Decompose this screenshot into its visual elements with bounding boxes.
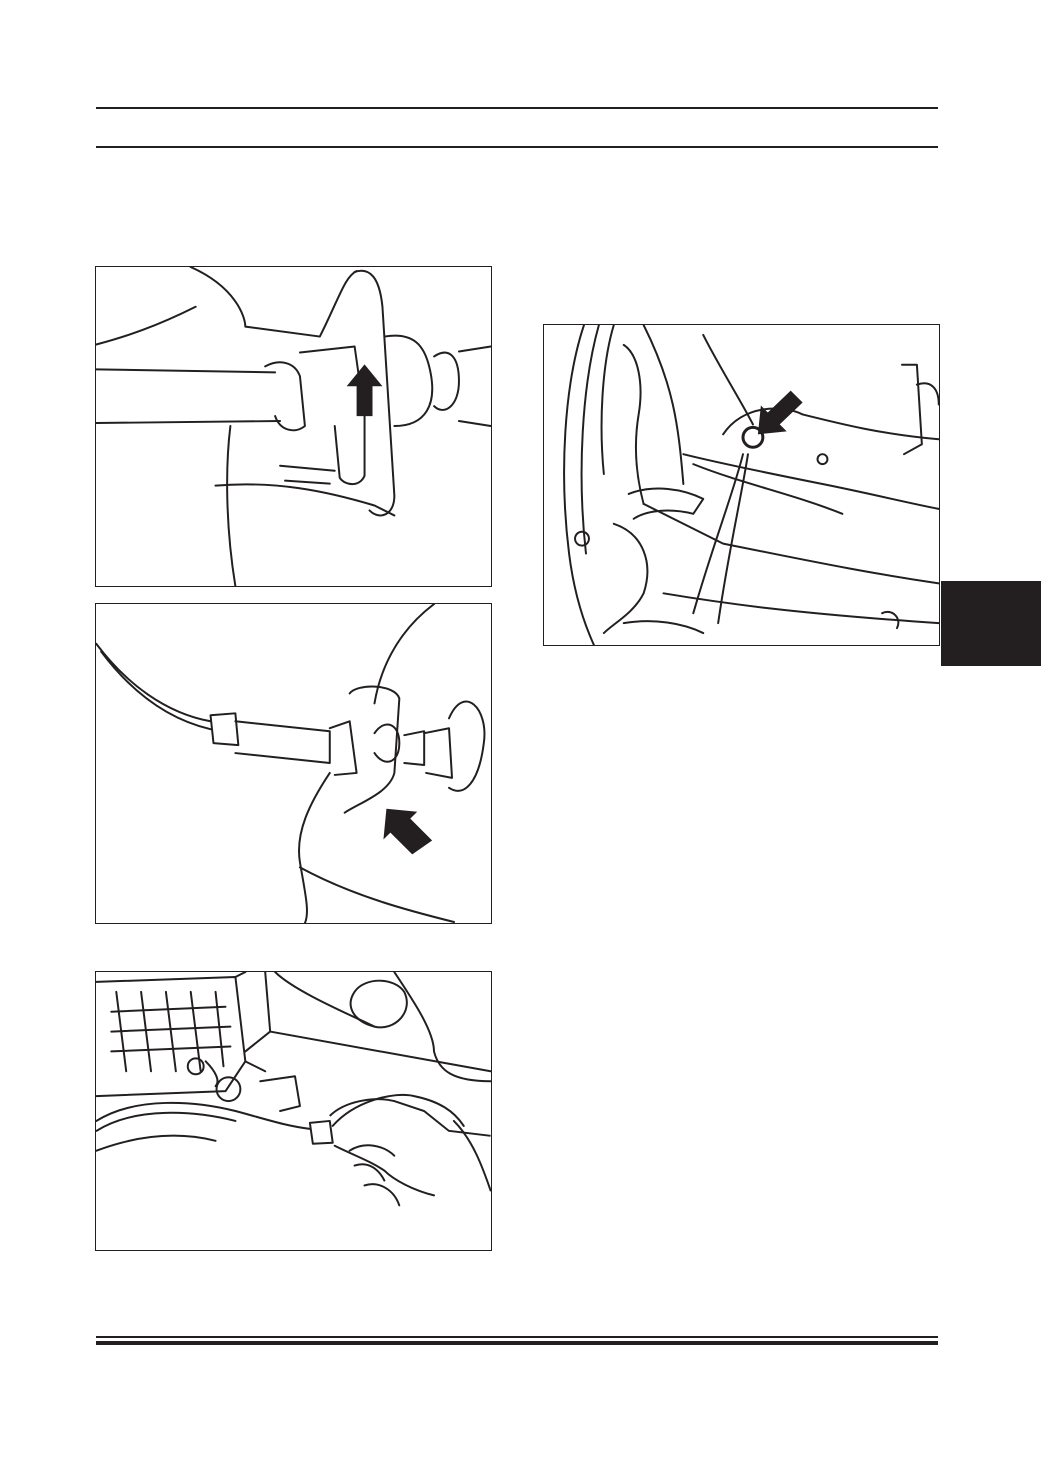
header-rule-top <box>96 107 938 109</box>
grommet-icon <box>741 425 765 449</box>
figure-cable-fuse-box-route <box>95 971 492 1251</box>
grommet-hole-icon <box>215 1076 242 1103</box>
footer-rule-thin <box>96 1336 938 1338</box>
illustration-bulkhead <box>563 325 939 645</box>
arrow-up-icon <box>346 364 383 417</box>
hand-icon <box>329 1098 491 1137</box>
illustration-cable-clip <box>96 267 491 586</box>
bolt-icon <box>574 530 590 547</box>
illustration-fuse-box-cable <box>96 972 491 1207</box>
figure-cable-grommet-push <box>95 603 492 924</box>
illustration-cable-grommet <box>96 604 486 923</box>
section-tab <box>941 581 1041 666</box>
arrow-diagonal-icon <box>383 808 433 855</box>
nut-icon <box>186 1057 205 1076</box>
footer-rule-thick <box>96 1341 938 1345</box>
arrow-diagonal-icon <box>757 390 803 435</box>
header-rule-bottom <box>96 146 938 148</box>
figure-cable-clip-release <box>95 266 492 587</box>
figure-bulkhead-grommet <box>543 324 940 646</box>
nut-icon <box>816 453 829 466</box>
